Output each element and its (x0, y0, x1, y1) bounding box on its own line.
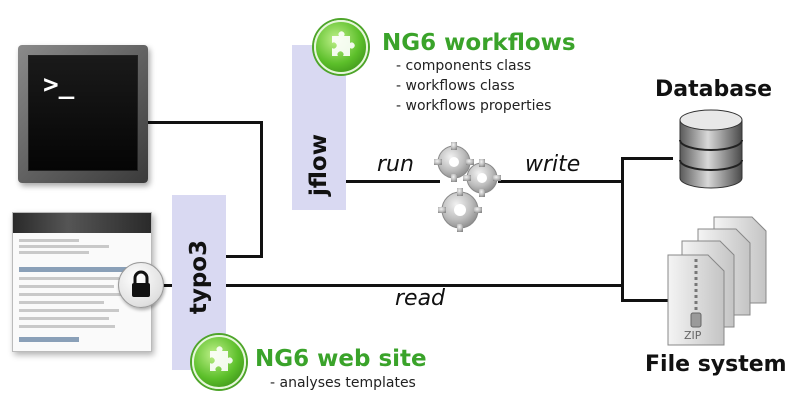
line-to-filesystem (621, 299, 673, 302)
workflows-item: - components class (396, 58, 532, 74)
lock-icon (118, 262, 164, 308)
line-jflow-vertical (260, 121, 263, 257)
website-footer (19, 337, 79, 342)
website-item: - analyses templates (270, 375, 416, 391)
edge-label-run: run (377, 152, 414, 177)
line-terminal-to-jflow (148, 121, 262, 124)
edge-label-read: read (395, 286, 446, 311)
website-table-header (19, 267, 129, 272)
workflows-item: - workflows properties (396, 98, 552, 114)
jflow-label: jflow (306, 134, 332, 196)
line-read (150, 284, 623, 287)
typo3-label: typo3 (186, 239, 212, 315)
workflows-item: - workflows class (396, 78, 515, 94)
zip-label: ZIP (684, 329, 702, 342)
website-line (19, 239, 79, 242)
line-gears-to-junction (498, 180, 623, 183)
website-line (19, 293, 124, 296)
line-to-database (621, 157, 673, 160)
website-line (19, 285, 114, 288)
website-banner (13, 213, 151, 233)
line-junction-vertical (621, 157, 624, 302)
workflows-title: NG6 workflows (382, 30, 576, 56)
terminal-screen: >_ (28, 55, 138, 171)
website-title: NG6 web site (255, 346, 427, 372)
filesystem-label: File system (645, 352, 787, 377)
website-line (19, 251, 89, 254)
website-line (19, 325, 115, 328)
terminal-icon: >_ (18, 45, 148, 183)
puzzle-icon (314, 20, 368, 74)
line-jflow-to-gears (345, 180, 440, 183)
terminal-prompt: >_ (43, 70, 75, 100)
zip-files-icon: ZIP (662, 215, 774, 347)
website-line (19, 245, 109, 248)
website-line (19, 301, 104, 304)
line-typo3-to-junction (225, 255, 263, 258)
database-label: Database (655, 77, 773, 102)
website-line (19, 277, 119, 280)
edge-label-write: write (525, 152, 581, 177)
puzzle-icon (192, 335, 246, 389)
website-line (19, 317, 109, 320)
database-icon (676, 108, 746, 190)
gears-icon (432, 140, 504, 240)
website-line (19, 309, 119, 312)
